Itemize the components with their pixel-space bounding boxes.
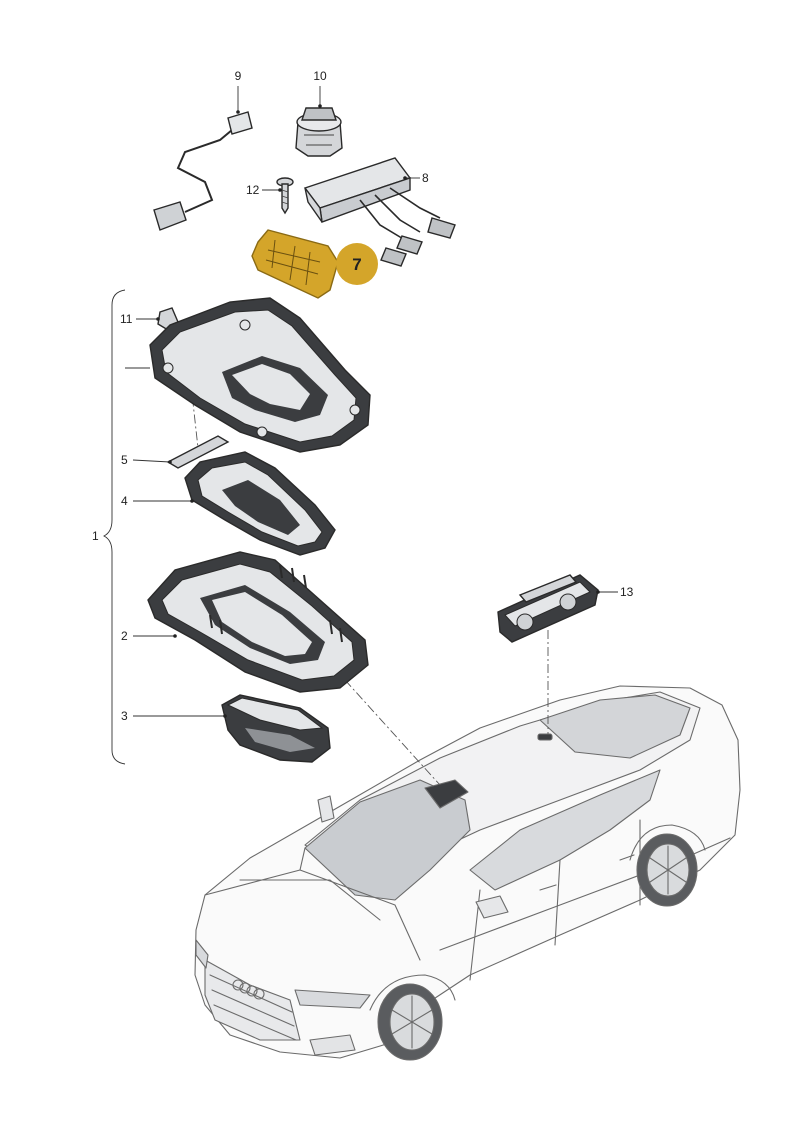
callout-2: 2 bbox=[121, 629, 128, 643]
callout-3: 3 bbox=[121, 709, 128, 723]
part-10-socket bbox=[295, 107, 343, 157]
part-2-trim-frame bbox=[147, 551, 369, 693]
callout-8: 8 bbox=[422, 171, 429, 185]
audi-rings-logo bbox=[232, 979, 265, 1000]
part-7-badge bbox=[336, 243, 378, 285]
callout-1: 1 bbox=[92, 529, 99, 543]
part-8-control-unit bbox=[303, 157, 456, 267]
car-illustration bbox=[194, 685, 741, 1061]
assembly-bracket bbox=[102, 289, 126, 765]
callout-10: 10 bbox=[313, 69, 327, 83]
part-5-lens bbox=[166, 435, 230, 469]
part-12-screw bbox=[276, 177, 294, 215]
callout-11: 11 bbox=[120, 312, 133, 326]
callout-7: 7 bbox=[352, 255, 361, 274]
part-3-cover bbox=[221, 694, 331, 763]
callout-13: 13 bbox=[620, 585, 634, 599]
part-13-rear-light bbox=[497, 574, 599, 643]
callout-5: 5 bbox=[121, 453, 128, 467]
roof-console-housing bbox=[149, 297, 371, 453]
part-9-wiring-harness bbox=[153, 111, 253, 231]
reference-line-main-console bbox=[344, 679, 441, 786]
callout-4: 4 bbox=[121, 494, 128, 508]
leader-lines bbox=[125, 86, 618, 718]
callout-12: 12 bbox=[246, 183, 260, 197]
part-7-highlighted-module: 7 bbox=[251, 229, 378, 299]
part-4-frame bbox=[184, 451, 336, 556]
callout-9: 9 bbox=[235, 69, 242, 83]
